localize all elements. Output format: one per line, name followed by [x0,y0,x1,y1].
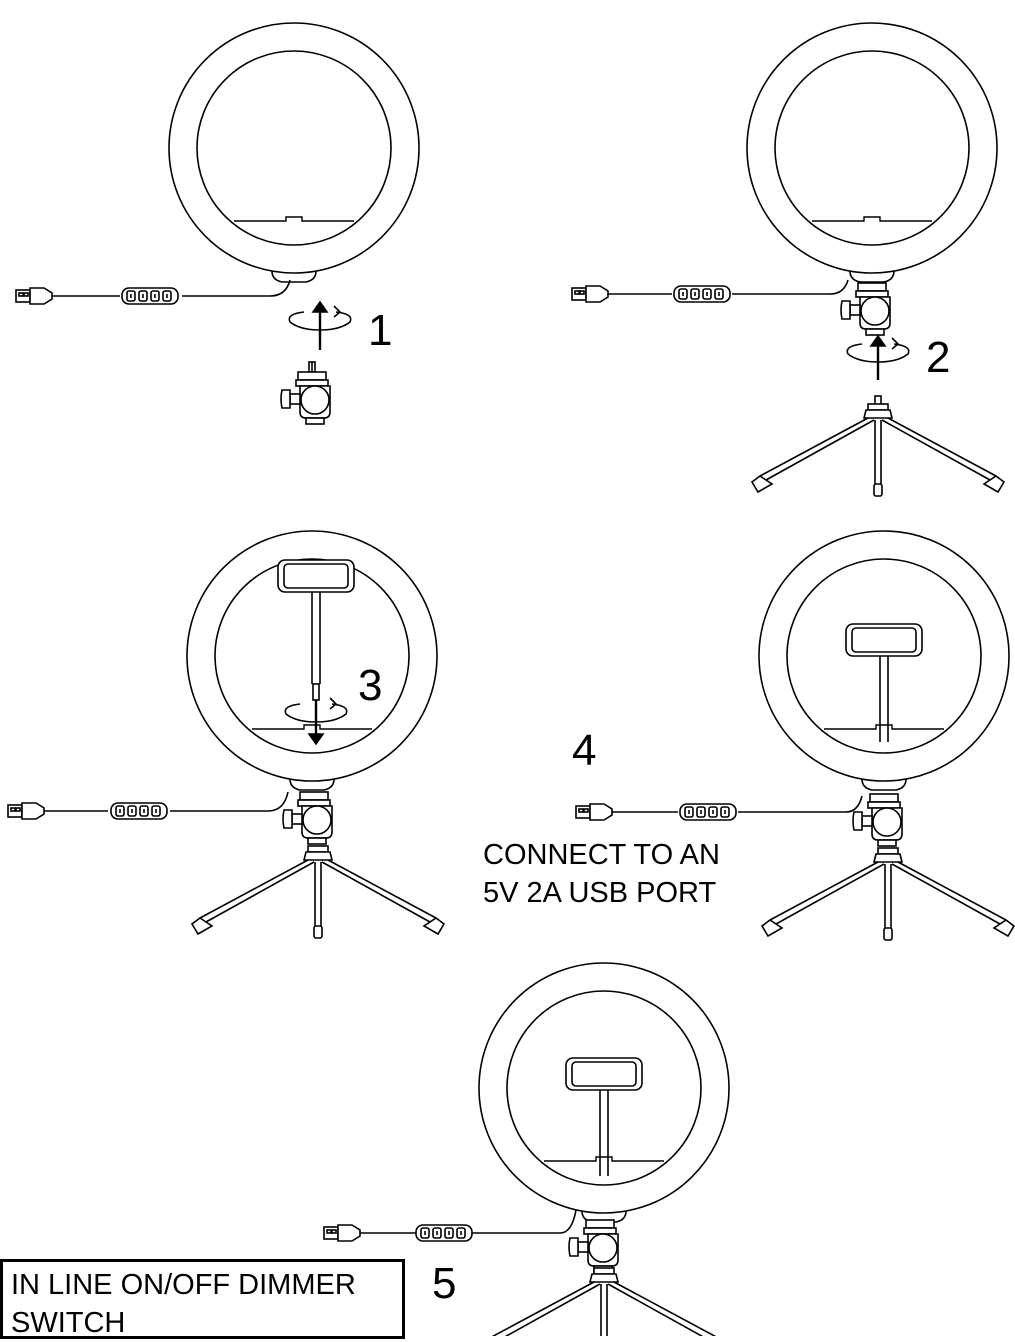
step-1-number: 1 [368,306,393,355]
phone-holder-icon [845,623,923,743]
cable-4 [612,795,863,813]
switch-label-box: IN LINE ON/OFF DIMMER SWITCH [0,1259,405,1339]
ring-light-icon [746,22,998,283]
ring-light-icon [168,22,420,283]
usb-plug-icon [571,285,609,303]
phone-holder-icon [277,559,355,701]
rotate-arrow-icon [846,334,910,380]
ring-light-icon [758,530,1010,791]
switch-caption-line-1: IN LINE ON/OFF DIMMER [11,1269,356,1301]
tripod-icon [191,845,445,939]
tripod-icon [761,847,1015,941]
usb-plug-icon [7,802,45,820]
usb-plug-icon [15,287,53,305]
cable-2 [608,279,849,295]
step-4-number: 4 [572,726,597,775]
inline-switch-icon [679,803,737,821]
inline-switch-icon [110,802,168,820]
cable-5 [360,1209,577,1234]
ball-head-icon [282,791,333,845]
tripod-icon [751,395,1005,497]
ball-head-icon [568,1219,619,1273]
rotate-arrow-icon [288,300,352,350]
inline-switch-icon [415,1224,473,1242]
inline-switch-icon [673,285,731,303]
usb-caption-line-2: 5V 2A USB PORT [483,877,717,909]
switch-caption-line-2: SWITCH [11,1307,126,1339]
cable-3 [44,791,289,812]
ball-head-icon [840,282,891,336]
usb-caption-line-1: CONNECT TO AN [483,839,720,871]
step-3-number: 3 [358,661,383,710]
rotate-arrow-icon [284,697,348,746]
inline-switch-icon [121,287,179,305]
step-5-number: 5 [432,1259,457,1308]
phone-holder-icon [565,1057,643,1177]
usb-port-caption: CONNECT TO AN 5V 2A USB PORT [483,836,720,912]
usb-plug-icon [575,803,613,821]
step-2-number: 2 [926,333,951,382]
ball-head-icon [280,361,331,425]
ring-light-icon [478,962,730,1223]
cable-1 [52,279,291,297]
usb-plug-icon [323,1224,361,1242]
tripod-icon [477,1267,731,1336]
